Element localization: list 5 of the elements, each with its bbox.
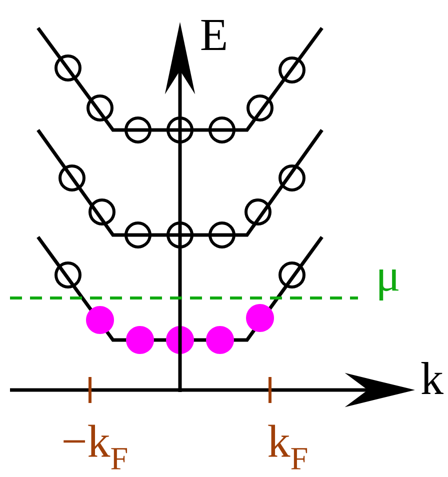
tick-label: −k$_{F}$ — [64, 424, 128, 470]
tick-label: k$_{F}$ — [268, 424, 308, 470]
axis-label: k — [421, 362, 444, 394]
axis-label: E — [201, 20, 226, 50]
level-label: μ — [379, 270, 398, 300]
